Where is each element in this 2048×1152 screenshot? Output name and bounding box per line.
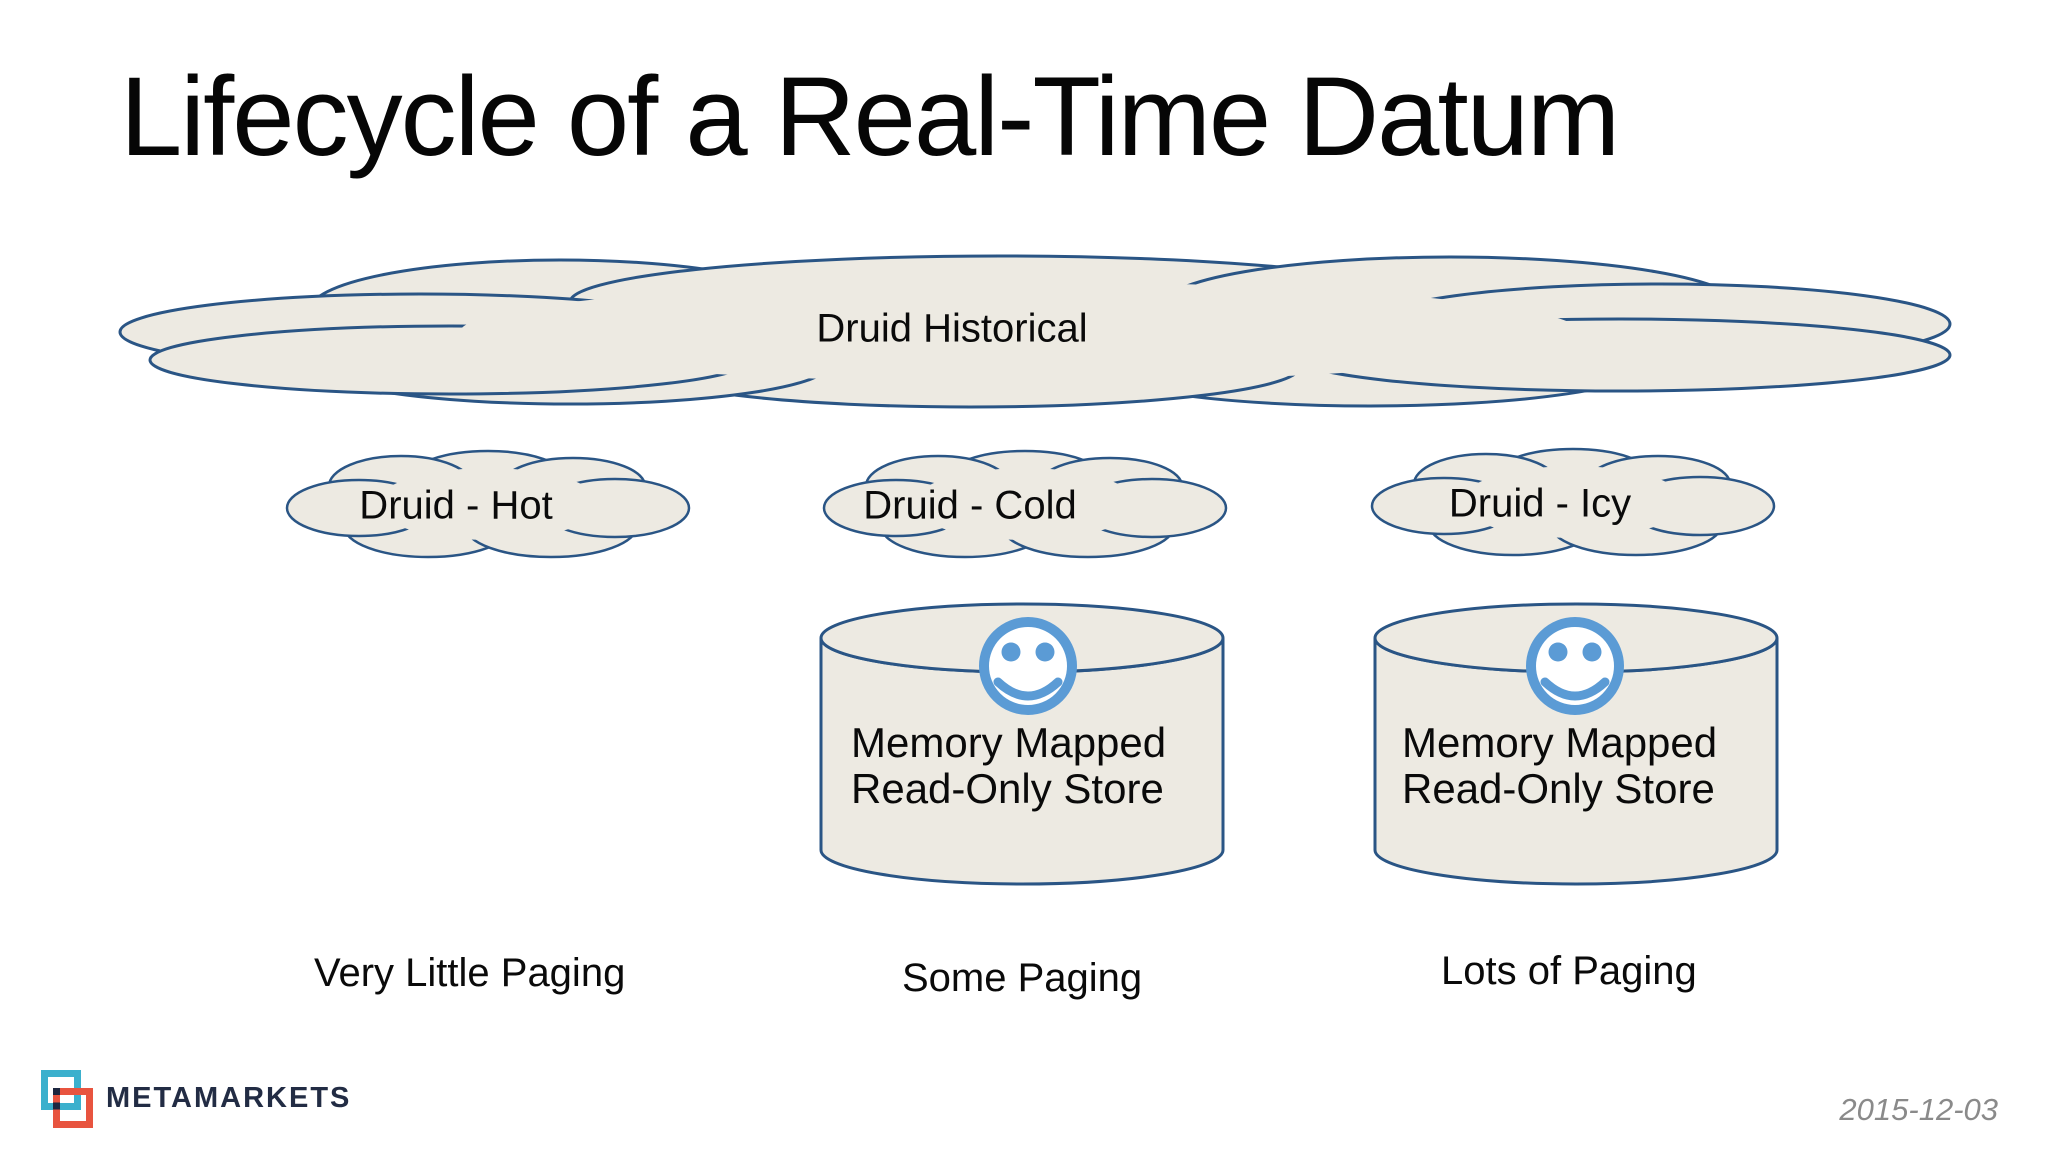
store-text: Memory Mapped Read-Only Store — [851, 720, 1166, 812]
cloud-druid-icy: Druid - Icy — [1368, 444, 1778, 562]
slide-date: 2015-12-03 — [1839, 1092, 1998, 1127]
cloud-shape — [285, 449, 691, 559]
cloud-label-druid-hot: Druid - Hot — [359, 483, 553, 528]
store-line2: Read-Only Store — [1402, 765, 1715, 812]
cloud-druid-hot: Druid - Hot — [283, 446, 693, 564]
brand-name: METAMARKETS — [106, 1082, 352, 1114]
store-line2: Read-Only Store — [851, 765, 1164, 812]
cylinder-store-icy: Memory Mapped Read-Only Store — [1372, 600, 1780, 890]
cloud-druid-cold: Druid - Cold — [820, 446, 1230, 564]
cloud-druid-historical: Druid Historical — [90, 252, 1952, 410]
caption-very-little-paging: Very Little Paging — [314, 951, 626, 995]
cloud-label-druid-historical: Druid Historical — [816, 306, 1088, 351]
caption-lots-of-paging: Lots of Paging — [1441, 949, 1697, 993]
cloud-shape — [118, 254, 1952, 409]
cloud-shape — [1370, 447, 1776, 557]
store-text: Memory Mapped Read-Only Store — [1402, 720, 1717, 812]
cloud-shape — [822, 449, 1228, 559]
smiley-face-icon — [1526, 617, 1624, 715]
cylinder-store-cold: Memory Mapped Read-Only Store — [818, 600, 1226, 890]
metamarkets-logo-icon — [41, 1070, 93, 1128]
page-title: Lifecycle of a Real-Time Datum — [120, 54, 1620, 179]
cloud-label-druid-cold: Druid - Cold — [863, 483, 1077, 528]
cloud-label-druid-icy: Druid - Icy — [1448, 481, 1632, 526]
smiley-face-icon — [979, 617, 1077, 715]
caption-some-paging: Some Paging — [902, 956, 1143, 1000]
store-line1: Memory Mapped — [1402, 719, 1718, 766]
store-line1: Memory Mapped — [851, 719, 1167, 766]
